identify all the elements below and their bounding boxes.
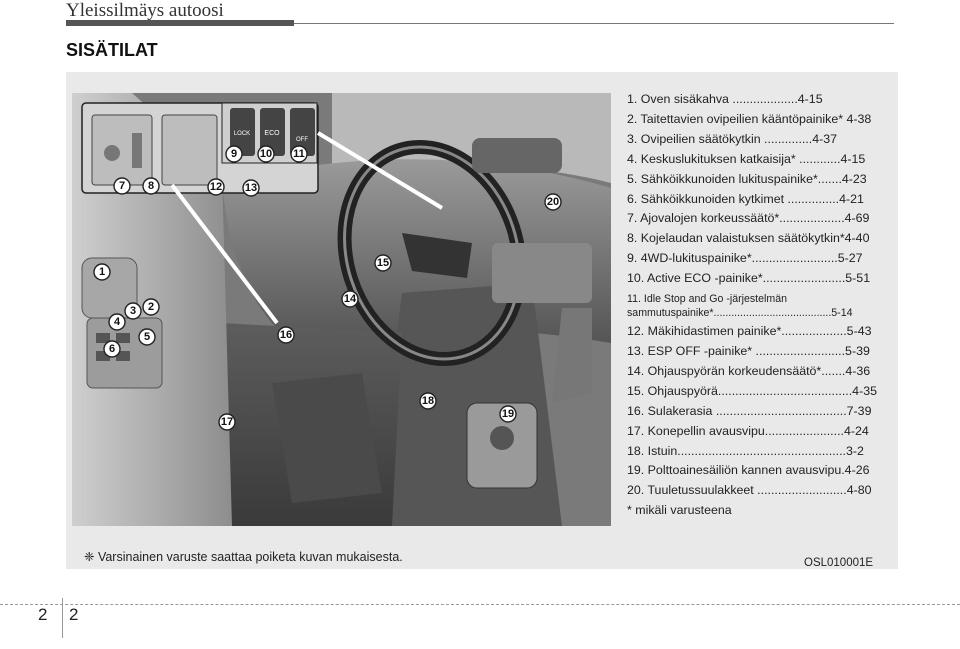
svg-text:14: 14 <box>344 293 357 305</box>
callout-16: 16 <box>278 327 294 343</box>
callout-18: 18 <box>420 393 436 409</box>
legend-item: 15. Ohjauspyörä.........................… <box>627 382 895 402</box>
equipment-disclaimer: ❈ Varsinainen varuste saattaa poiketa ku… <box>84 549 403 564</box>
legend-item: 9. 4WD-lukituspainike*..................… <box>627 249 895 269</box>
callout-19: 19 <box>500 406 516 422</box>
chapter-number: 2 <box>38 605 47 625</box>
legend-item: 19. Polttoainesäiliön kannen avausvipu.4… <box>627 461 895 481</box>
callout-12: 12 <box>208 179 224 195</box>
svg-text:5: 5 <box>144 331 150 343</box>
legend-item: 10. Active ECO -painike*................… <box>627 269 895 289</box>
page-number-divider <box>62 598 63 638</box>
section-title: SISÄTILAT <box>66 40 158 61</box>
callout-5: 5 <box>139 329 155 345</box>
image-code: OSL010001E <box>804 557 873 569</box>
svg-text:18: 18 <box>422 395 434 407</box>
svg-text:2: 2 <box>148 301 154 313</box>
callout-7: 7 <box>114 178 130 194</box>
legend-item: 1. Oven sisäkahva ...................4-1… <box>627 90 895 110</box>
legend-item: 7. Ajovalojen korkeussäätö*.............… <box>627 209 895 229</box>
callout-1: 1 <box>94 264 110 280</box>
legend-item: 16. Sulakerasia ........................… <box>627 402 895 422</box>
callout-15: 15 <box>375 255 391 271</box>
svg-text:11: 11 <box>293 148 305 160</box>
callout-17: 17 <box>219 414 235 430</box>
callout-20: 20 <box>545 194 561 210</box>
svg-text:16: 16 <box>280 329 292 341</box>
legend-footnote: * mikäli varusteena <box>627 501 895 521</box>
svg-text:6: 6 <box>109 343 115 355</box>
legend-item: 4. Keskuslukituksen katkaisija* ........… <box>627 150 895 170</box>
legend-item: 18. Istuin..............................… <box>627 442 895 462</box>
legend-item: 20. Tuuletussuulakkeet .................… <box>627 481 895 501</box>
legend-item: 13. ESP OFF -painike* ..................… <box>627 342 895 362</box>
callout-9: 9 <box>226 146 242 162</box>
legend-item: 12. Mäkihidastimen painike*.............… <box>627 322 895 342</box>
footer-divider <box>0 604 960 605</box>
svg-text:19: 19 <box>502 408 514 420</box>
callout-13: 13 <box>243 180 259 196</box>
callout-10: 10 <box>258 146 274 162</box>
svg-text:4: 4 <box>114 316 121 328</box>
callout-2: 2 <box>143 299 159 315</box>
page-number: 2 <box>69 605 78 625</box>
interior-illustration: LOCK ECO OFF 1 2 3 4 5 6 7 8 9 10 11 12 … <box>72 93 611 526</box>
svg-text:20: 20 <box>547 196 559 208</box>
svg-text:13: 13 <box>245 182 257 194</box>
svg-text:15: 15 <box>377 257 389 269</box>
svg-text:1: 1 <box>99 266 105 278</box>
svg-text:12: 12 <box>210 181 222 193</box>
callout-4: 4 <box>109 314 125 330</box>
idle-stop-icon: OFF <box>296 137 308 143</box>
svg-text:7: 7 <box>119 180 125 192</box>
svg-text:9: 9 <box>231 148 237 160</box>
callout-11: 11 <box>291 146 307 162</box>
page-header-title: Yleissilmäys autoosi <box>66 0 224 22</box>
legend-item: 5. Sähköikkunoiden lukituspainike*......… <box>627 170 895 190</box>
callout-14: 14 <box>342 291 358 307</box>
legend-item: 14. Ohjauspyörän korkeudensäätö*.......4… <box>627 362 895 382</box>
callout-6: 6 <box>104 341 120 357</box>
legend-item: 2. Taitettavien ovipeilien kääntöpainike… <box>627 110 895 130</box>
legend-item: 8. Kojelaudan valaistuksen säätökytkin*4… <box>627 229 895 249</box>
legend-item: 17. Konepellin avausvipu................… <box>627 422 895 442</box>
svg-text:3: 3 <box>130 305 136 317</box>
legend-item: 6. Sähköikkunoiden kytkimet ............… <box>627 190 895 210</box>
header-rule-line <box>294 23 894 24</box>
eco-icon: ECO <box>264 130 280 137</box>
header-rule <box>66 20 294 26</box>
svg-text:8: 8 <box>148 180 154 192</box>
svg-text:17: 17 <box>221 416 233 428</box>
callout-8: 8 <box>143 178 159 194</box>
lock-icon: LOCK <box>234 131 250 137</box>
component-legend: 1. Oven sisäkahva ...................4-1… <box>627 90 895 521</box>
legend-item: 3. Ovipeilien säätökytkin ..............… <box>627 130 895 150</box>
svg-text:10: 10 <box>260 148 272 160</box>
callout-3: 3 <box>125 303 141 319</box>
legend-item: 11. Idle Stop and Go -järjestelmän sammu… <box>627 289 895 322</box>
